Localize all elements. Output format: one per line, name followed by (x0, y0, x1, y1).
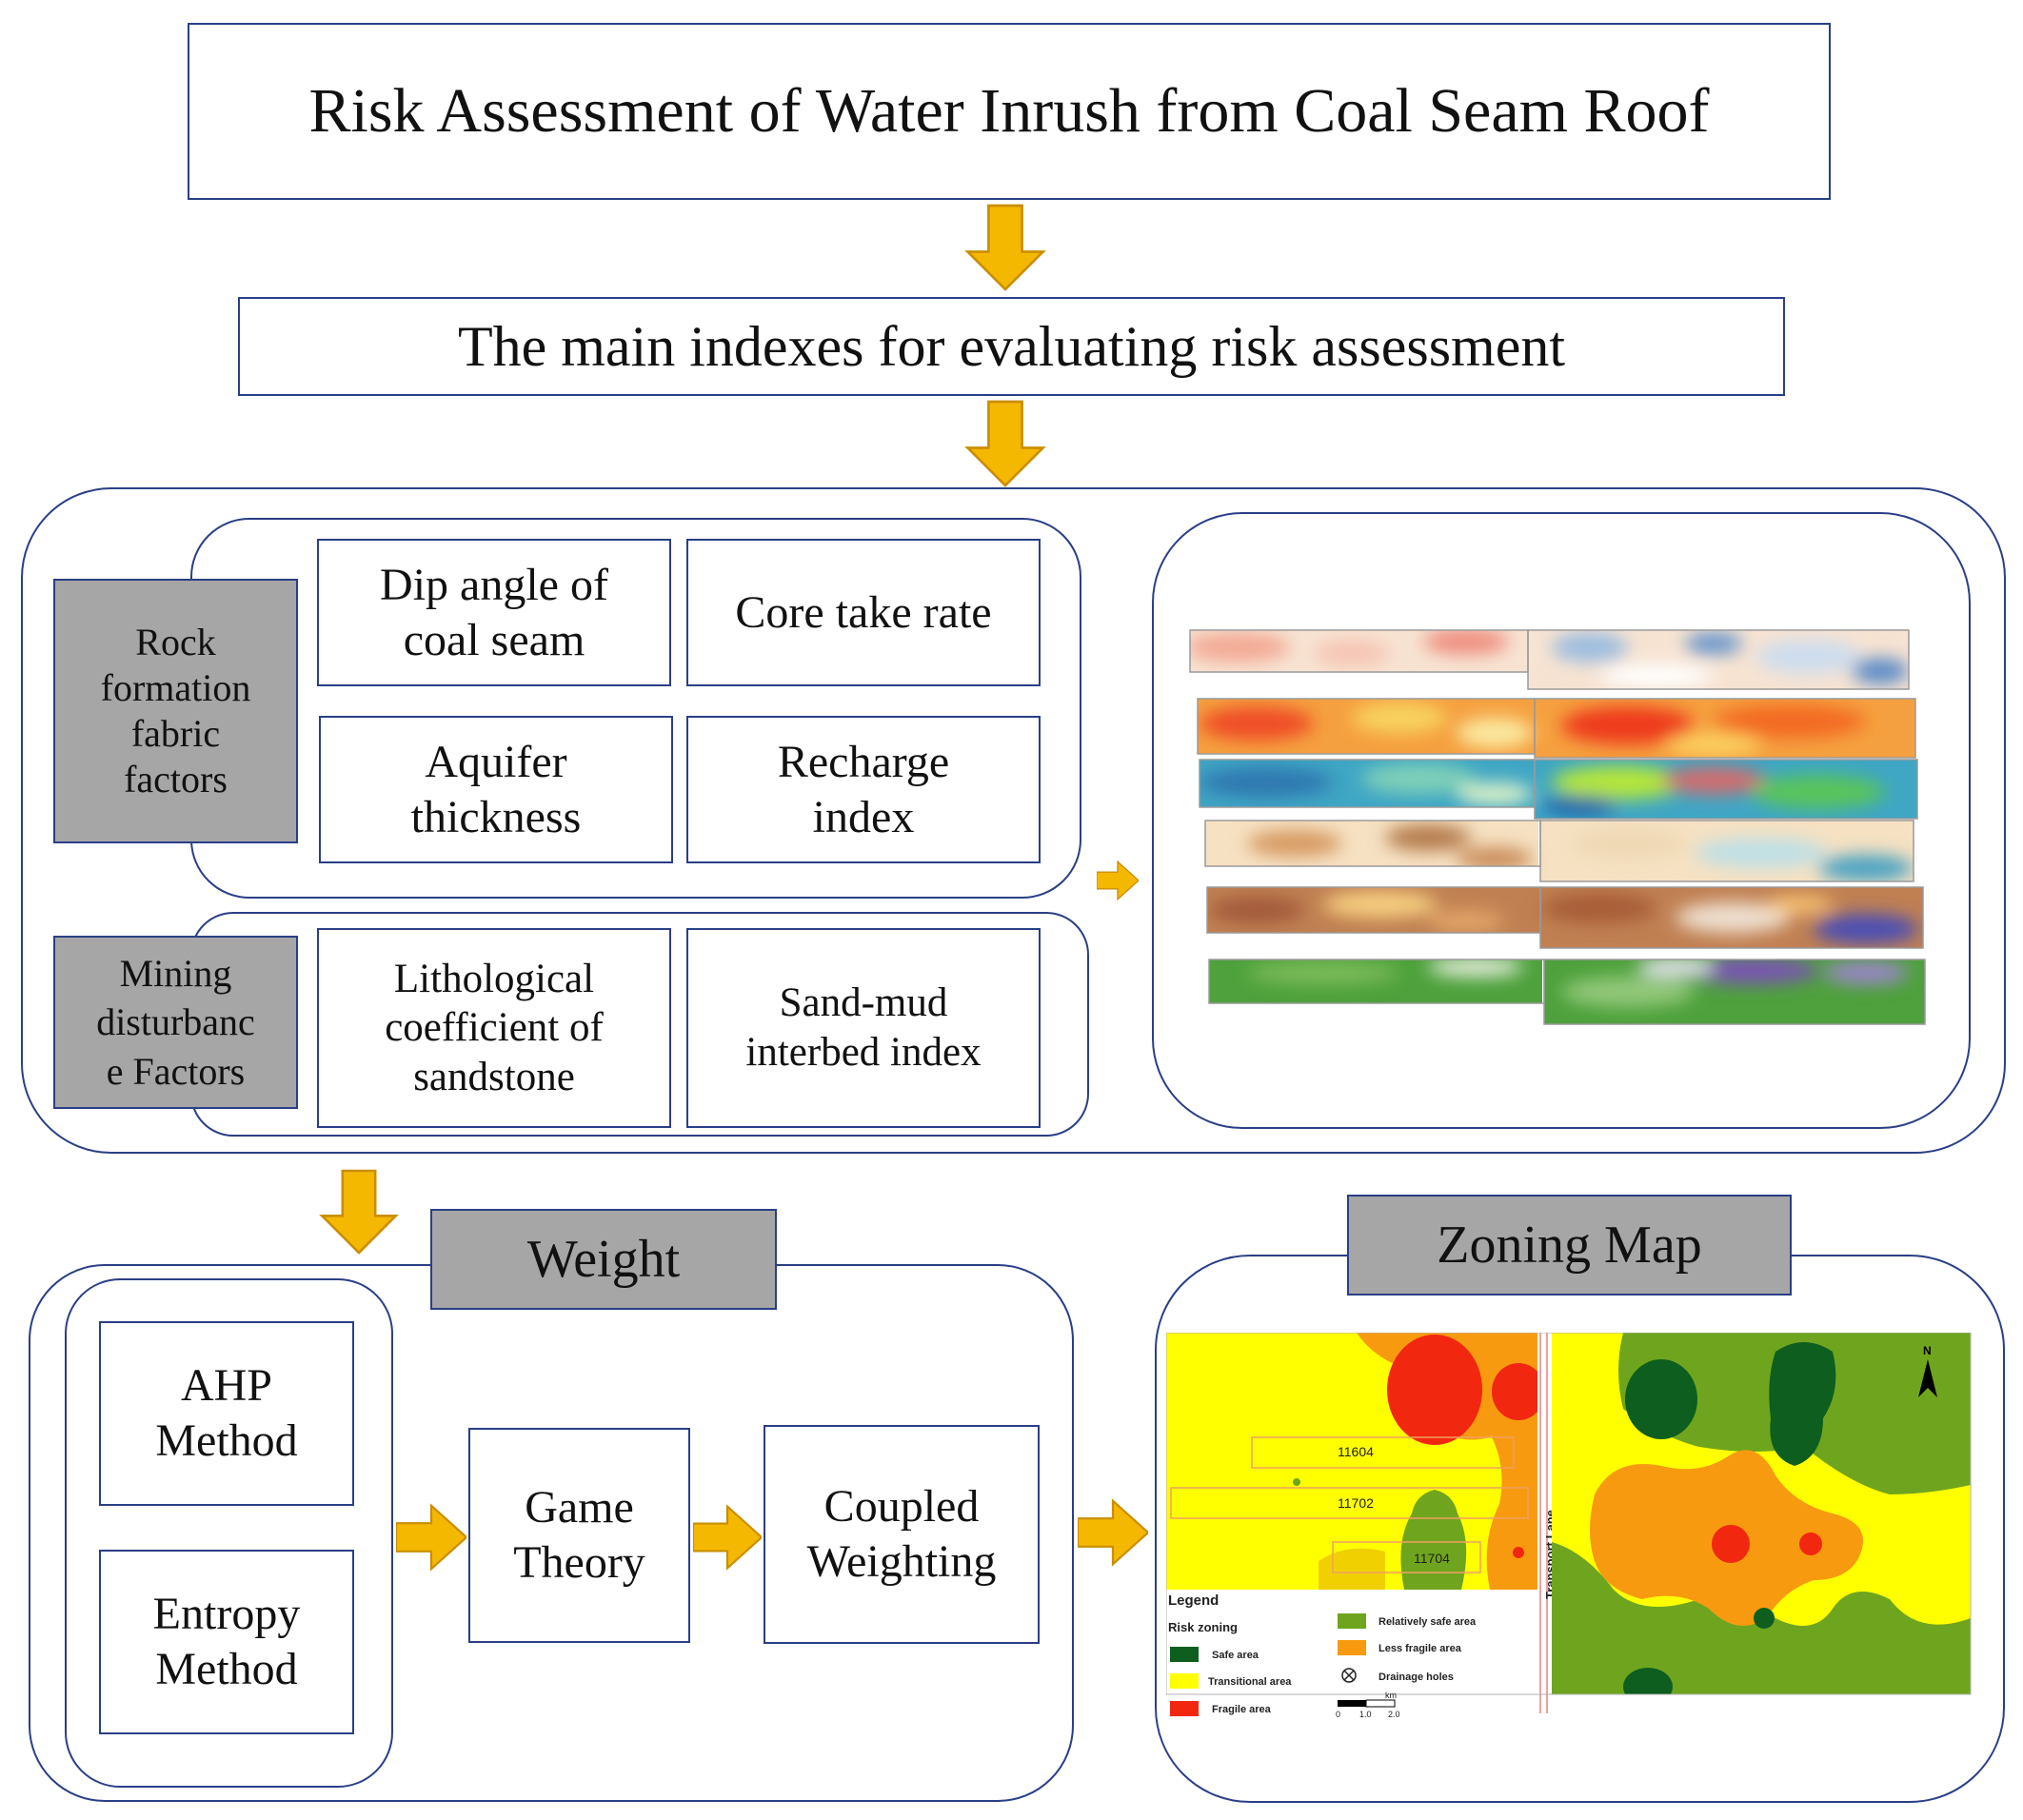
map-legend: Legend Risk zoning Safe area Transitiona… (1168, 1592, 1477, 1719)
svg-text:Fragile area: Fragile area (1212, 1704, 1272, 1715)
index-maps-panel (1152, 512, 1971, 1129)
drainage-hole-icon (1341, 1668, 1357, 1683)
svg-text:km: km (1385, 1691, 1397, 1700)
rock-factors-label: Rock formation fabric factors (53, 579, 298, 843)
core-take-rate-box: Core take rate (686, 539, 1041, 686)
aquifer-thickness-box: Aquifer thickness (319, 716, 673, 863)
title-box: Risk Assessment of Water Inrush from Coa… (188, 23, 1831, 200)
arrow-down-icon (320, 1169, 398, 1255)
weight-label-box: Weight (430, 1209, 777, 1310)
coupled-weighting-box: Coupled Weighting (764, 1425, 1040, 1644)
core-take-rate-raster (1198, 699, 1915, 758)
mining-factors-label: Mining disturbanc e Factors (53, 936, 298, 1109)
game-theory-box: Game Theory (468, 1428, 690, 1643)
svg-text:Less fragile area: Less fragile area (1378, 1643, 1462, 1654)
zoning-map-label: Zoning Map (1437, 1216, 1702, 1275)
arrow-right-icon (693, 1504, 762, 1571)
indexes-title: The main indexes for evaluating risk ass… (457, 314, 1566, 378)
page-title: Risk Assessment of Water Inrush from Coa… (308, 76, 1710, 146)
arrow-down-icon (965, 400, 1045, 487)
svg-text:2.0: 2.0 (1388, 1710, 1400, 1719)
svg-text:N: N (1923, 1344, 1932, 1357)
risk-zoning-map: 11604 11702 11704 Transport Lane N Legen… (1166, 1333, 1972, 1719)
svg-text:Risk zoning: Risk zoning (1168, 1620, 1238, 1634)
arrow-down-icon (965, 204, 1045, 291)
svg-text:Transitional area: Transitional area (1208, 1676, 1292, 1688)
svg-text:Drainage holes: Drainage holes (1378, 1672, 1454, 1683)
indexes-title-box: The main indexes for evaluating risk ass… (238, 297, 1785, 396)
ahp-method-box: AHP Method (99, 1321, 354, 1506)
svg-text:0: 0 (1336, 1710, 1340, 1719)
entropy-method-box: Entropy Method (99, 1550, 354, 1734)
lithological-raster (1207, 887, 1923, 948)
svg-text:11604: 11604 (1338, 1444, 1374, 1459)
svg-text:Relatively safe area: Relatively safe area (1378, 1616, 1477, 1628)
recharge-index-raster (1205, 821, 1914, 881)
north-arrow-icon: N (1918, 1344, 1937, 1397)
arrow-right-icon (1097, 860, 1139, 901)
factors-panel (21, 487, 2006, 1154)
svg-text:1.0: 1.0 (1359, 1710, 1372, 1719)
sand-mud-interbed-box: Sand-mud interbed index (686, 928, 1041, 1128)
weight-methods-group (65, 1278, 393, 1788)
dip-angle-box: Dip angle of coal seam (317, 539, 671, 686)
scale-bar: km 0 1.0 2.0 (1336, 1691, 1400, 1719)
svg-text:11702: 11702 (1338, 1495, 1374, 1511)
aquifer-thickness-raster (1200, 760, 1917, 819)
sand-mud-raster (1209, 959, 1925, 1024)
lithological-coefficient-box: Lithological coefficient of sandstone (317, 928, 671, 1128)
svg-text:Legend: Legend (1168, 1592, 1219, 1609)
arrow-right-icon (1078, 1499, 1148, 1566)
weight-label: Weight (526, 1230, 681, 1289)
svg-text:Safe area: Safe area (1212, 1650, 1259, 1661)
index-raster-maps (1189, 629, 1926, 1025)
zoning-map-label-box: Zoning Map (1347, 1195, 1792, 1296)
svg-text:11704: 11704 (1414, 1551, 1450, 1566)
arrow-right-icon (396, 1504, 466, 1571)
recharge-index-box: Recharge index (686, 716, 1041, 863)
